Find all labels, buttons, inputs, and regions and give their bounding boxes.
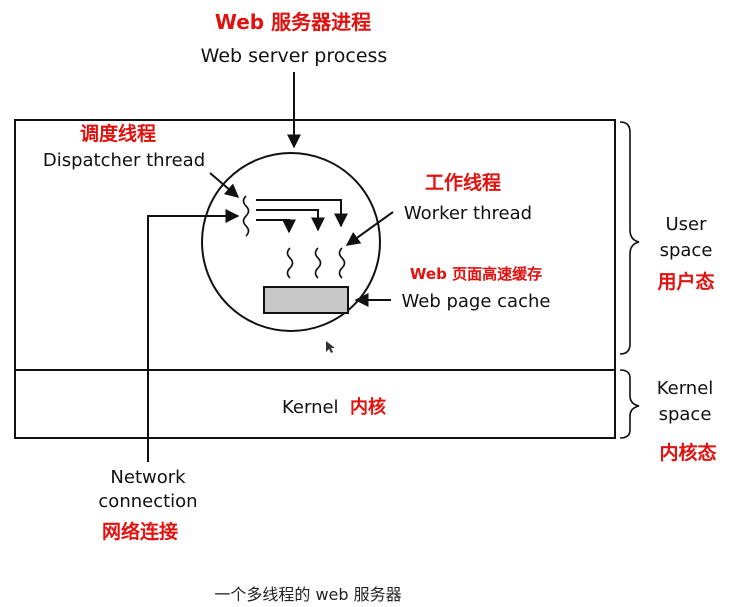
web-page-cache-label-cn: Web 页面高速缓存 [410,265,542,283]
user-space-brace [619,121,640,355]
user-space-label-cn: 用户态 [657,270,714,293]
worker-arrow [345,211,394,246]
dispatcher-thread-label-cn: 调度线程 [80,122,156,145]
network-connection-label-cn: 网络连接 [102,520,178,543]
web-page-cache-box [263,286,349,314]
worker-thread-label: Worker thread [404,203,532,224]
kernel-space-label-line2: space [659,404,712,425]
dispatch-arrow-1 [256,219,296,234]
kernel-box [14,369,616,439]
kernel-space-label-cn: 内核态 [659,441,716,464]
dispatcher-thread-label: Dispatcher thread [43,150,205,171]
network-connection-label-line2: connection [98,491,197,512]
worker-thread-squiggle-3 [338,247,346,279]
figure-caption: 一个多线程的 web 服务器 [214,585,401,604]
dispatch-arrow-3 [256,199,348,228]
mouse-cursor-icon [326,341,335,353]
web-server-process-label: Web server process [201,45,388,67]
worker-thread-squiggle-1 [286,247,294,279]
web-server-process-circle [201,152,381,332]
network-connection-line [147,209,240,462]
kernel-space-brace [619,369,640,439]
kernel-space-label-line1: Kernel [657,378,714,399]
worker-thread-label-cn: 工作线程 [425,171,501,194]
dispatcher-arrow [209,172,240,198]
user-space-label-line1: User [665,214,707,235]
kernel-label: Kernel [282,397,339,418]
web-server-process-label-cn: Web 服务器进程 [215,10,371,34]
kernel-label-cn: 内核 [350,396,386,418]
web-page-cache-label: Web page cache [402,291,551,312]
worker-thread-squiggle-2 [314,247,322,279]
dispatch-arrow-2 [256,209,325,232]
dispatcher-thread-squiggle [242,195,250,237]
network-connection-label-line1: Network [110,467,186,488]
user-space-label-line2: space [660,240,713,261]
